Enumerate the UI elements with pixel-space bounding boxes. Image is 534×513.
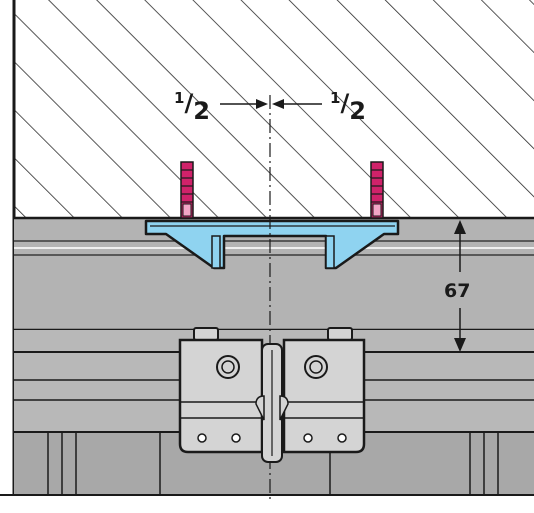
- wall-dowel-right: [370, 161, 384, 219]
- hanger-left: [178, 327, 264, 454]
- lower-rail: [14, 330, 534, 513]
- mounting-plate: [144, 219, 400, 270]
- hanger-right: [282, 327, 366, 454]
- center-guide: [255, 343, 289, 463]
- height-dimension: [440, 220, 482, 352]
- half-label-right: 1/2: [330, 89, 366, 125]
- half-dimension-left: [220, 99, 268, 109]
- height-dimension-label: 67: [444, 280, 470, 302]
- half-label-left: 1/2: [174, 89, 210, 125]
- half-dimension-right: [272, 99, 322, 109]
- ceiling-section: [14, 0, 534, 218]
- wall-dowel-left: [180, 161, 194, 219]
